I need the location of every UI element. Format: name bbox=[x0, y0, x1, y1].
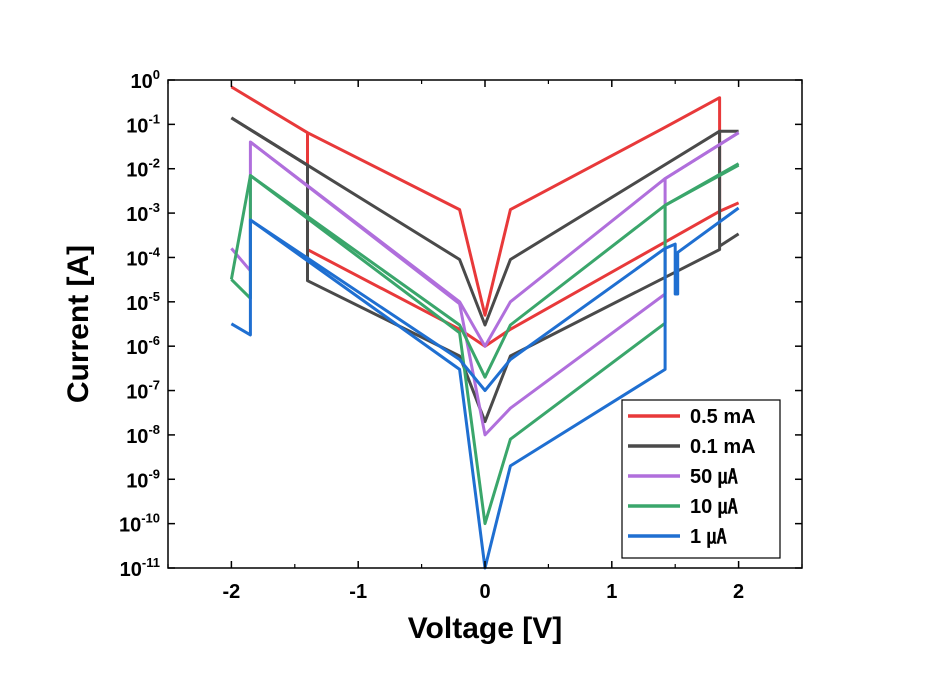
legend-label: 10 ㎂ bbox=[690, 496, 739, 518]
y-tick-label: 10-5 bbox=[126, 289, 160, 315]
legend-box bbox=[621, 399, 781, 559]
series-line bbox=[718, 232, 740, 248]
series-0.1-mA bbox=[230, 116, 740, 424]
series-line bbox=[249, 131, 740, 348]
y-tick-label: 10-4 bbox=[126, 244, 161, 270]
x-tick-label: -2 bbox=[223, 581, 241, 603]
series-layer bbox=[229, 85, 740, 570]
series-line bbox=[230, 116, 721, 327]
y-tick-label: 10-10 bbox=[119, 511, 160, 537]
legend-label: 50 ㎂ bbox=[690, 466, 739, 488]
legend-label: 0.5 mA bbox=[690, 406, 756, 428]
y-axis-title: Current [A] bbox=[62, 245, 95, 403]
x-tick-label: 0 bbox=[479, 581, 490, 603]
y-tick-label: 10-3 bbox=[126, 200, 160, 226]
series-1-㎂ bbox=[230, 206, 740, 570]
y-tick-label: 10-8 bbox=[126, 422, 160, 448]
y-tick-label: 10-7 bbox=[126, 378, 160, 404]
y-tick-label: 10-11 bbox=[120, 555, 160, 581]
y-tick-label: 10-1 bbox=[126, 111, 160, 137]
y-tick-label: 10-9 bbox=[126, 466, 160, 492]
legend-label: 0.1 mA bbox=[690, 436, 756, 458]
x-tick-label: 1 bbox=[606, 581, 617, 603]
y-axis: 100 10-1 10-2 10-3 10-4 10-5 10-6 10-7 10-8 10-9 1… bbox=[119, 67, 802, 581]
series-line bbox=[718, 201, 740, 213]
series-line bbox=[229, 162, 740, 379]
legend-label: 1 ㎂ bbox=[690, 526, 728, 548]
x-tick-label: -1 bbox=[349, 581, 367, 603]
x-tick-label: 2 bbox=[733, 581, 744, 603]
y-tick-label: 100 bbox=[131, 67, 160, 93]
x-axis-title: Voltage [V] bbox=[408, 612, 562, 645]
series-line bbox=[230, 116, 739, 424]
series-line bbox=[249, 218, 666, 392]
y-tick-label: 10-2 bbox=[126, 156, 160, 182]
y-tick-label: 10-6 bbox=[126, 333, 160, 359]
legend: 0.5 mA 0.1 mA 50 ㎂ 10 ㎂ 1 ㎂ bbox=[621, 399, 781, 559]
